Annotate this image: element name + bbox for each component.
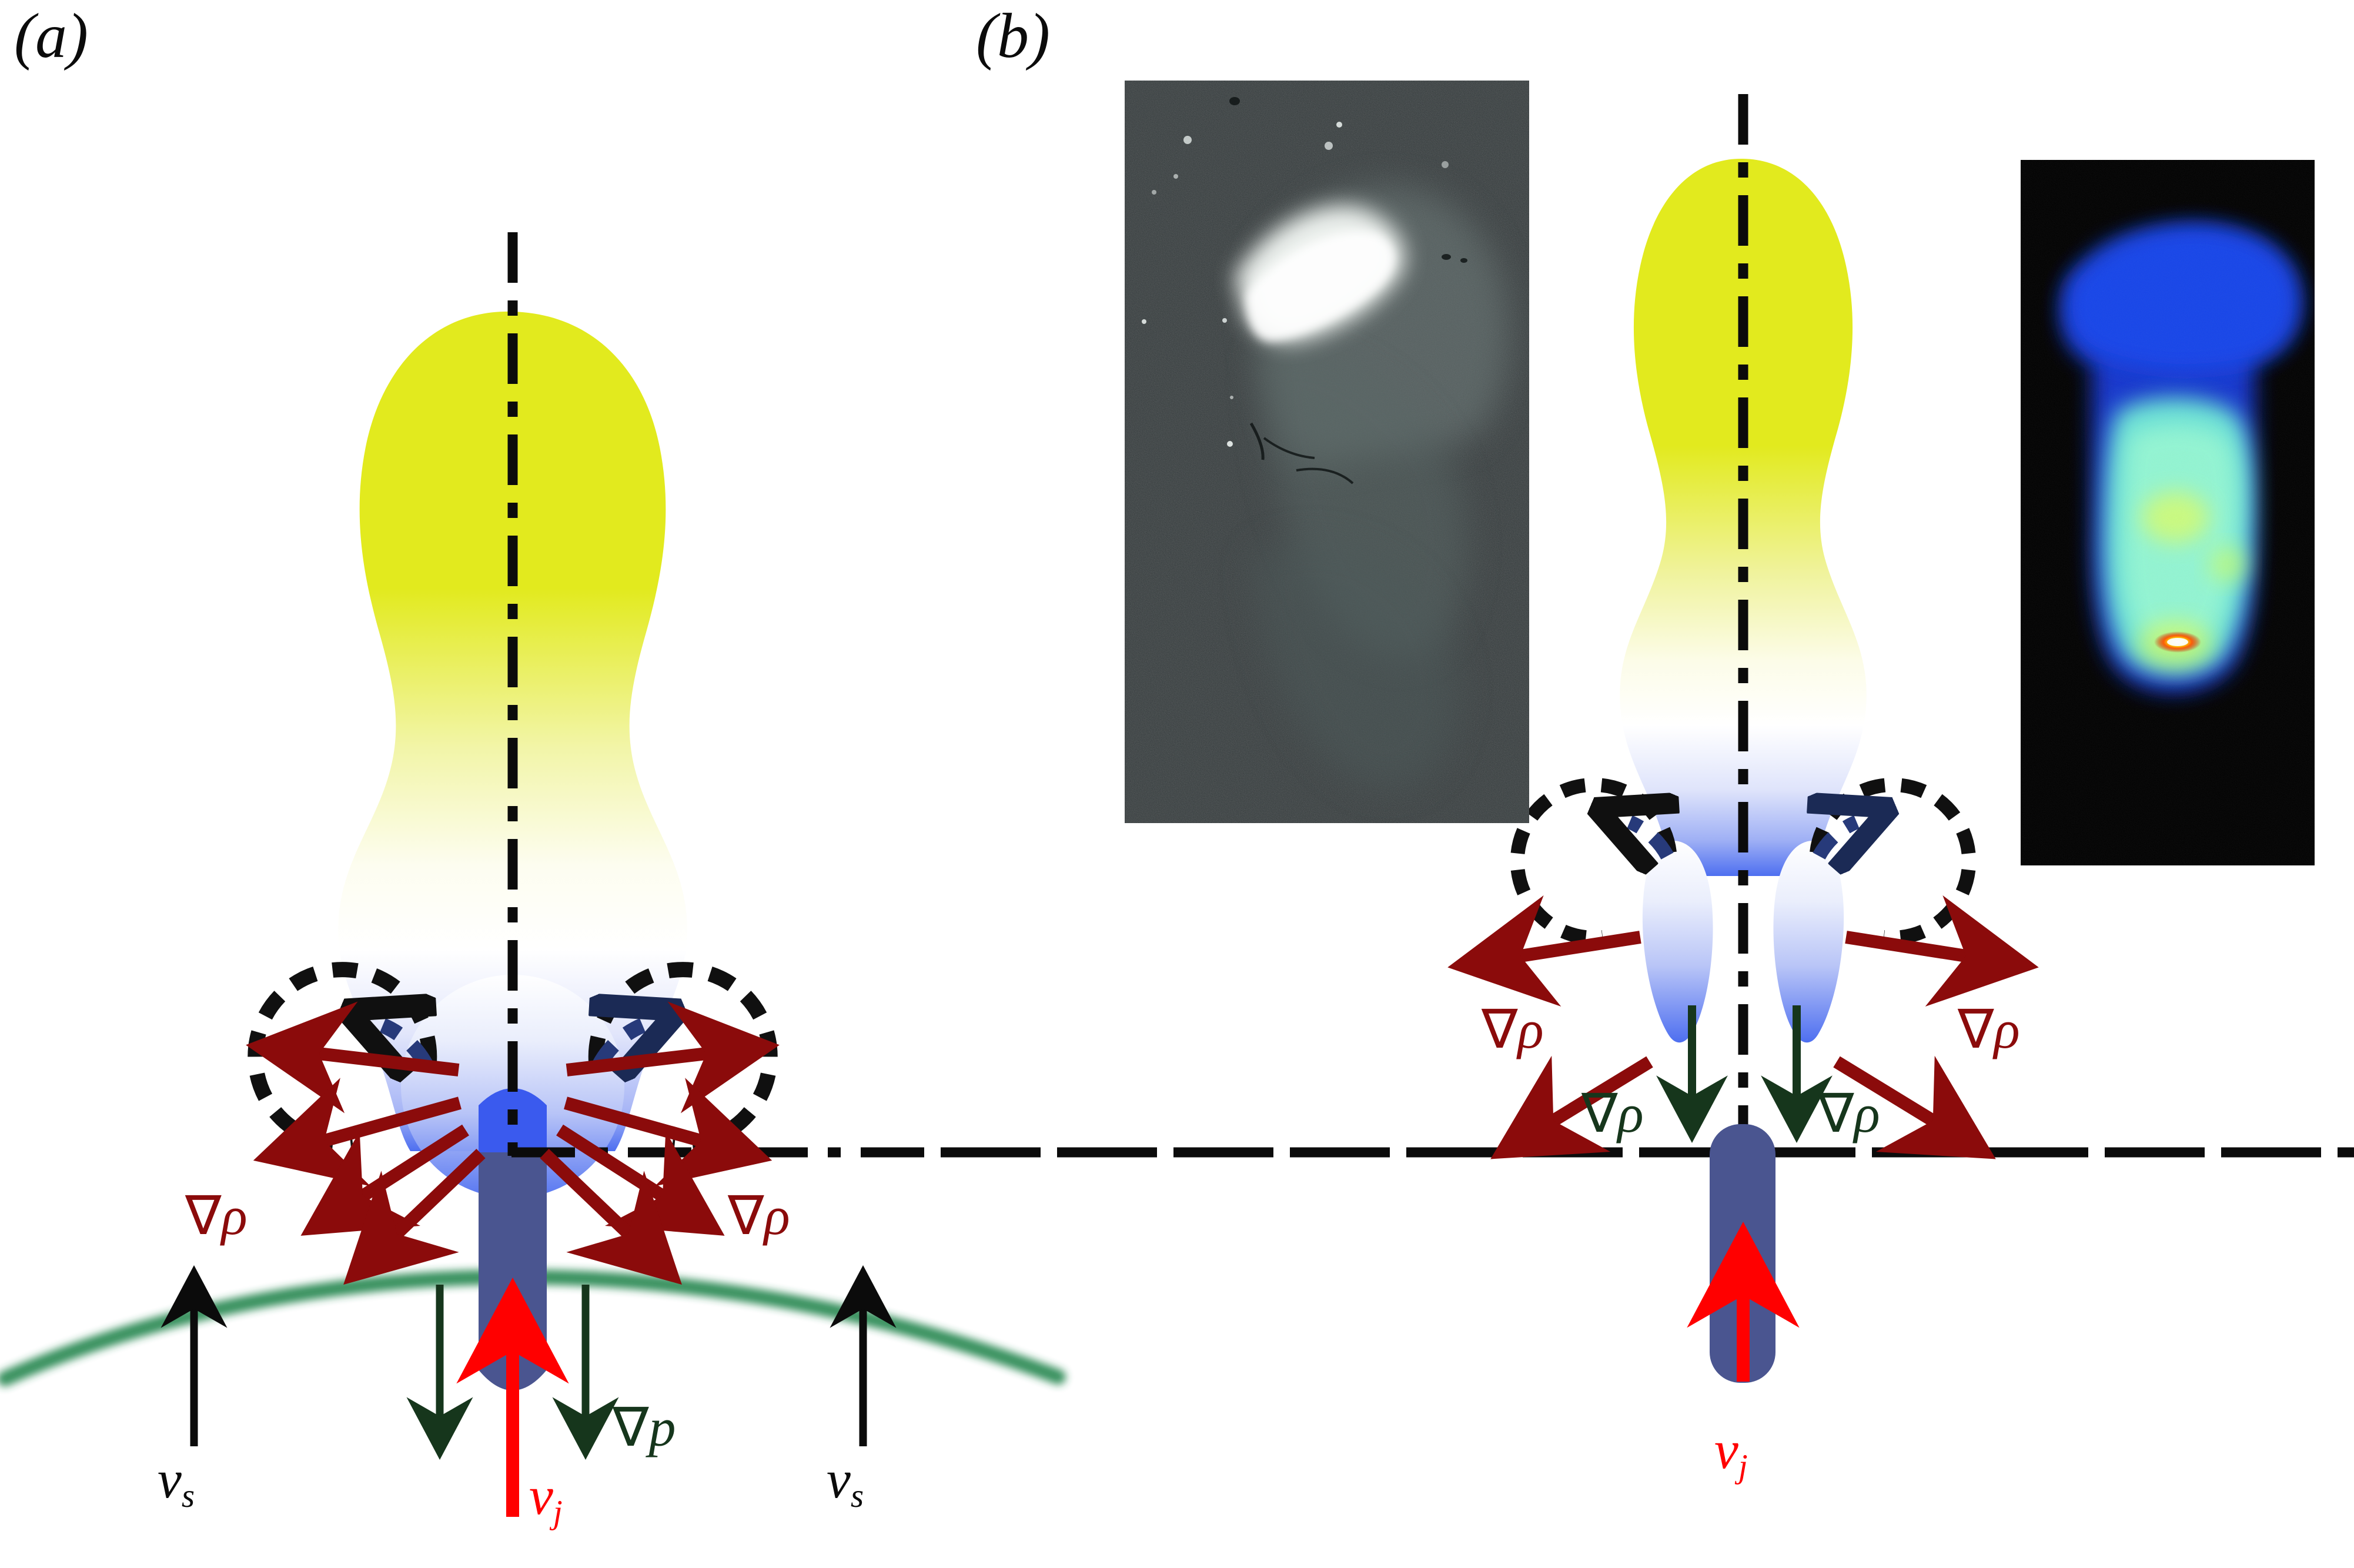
grad-p-label-a: ∇p: [613, 1398, 676, 1457]
nabla-icon: ∇: [1482, 999, 1518, 1059]
panel-b-graphics: [941, 94, 2354, 1383]
nabla-icon: ∇: [185, 1186, 222, 1246]
plume-lobe-left-b: [1642, 841, 1713, 1043]
nabla-icon: ∇: [1818, 1084, 1854, 1144]
panel-label-a: (a): [14, 1, 88, 71]
grad-rho-arrow: [246, 1001, 460, 1114]
experimental-images: [1125, 81, 2315, 865]
grad-rho-arrow: [1490, 1055, 1653, 1159]
panel-a-graphics: [0, 232, 2354, 1517]
nabla-icon: ∇: [1958, 999, 1994, 1059]
grad-rho-arrow: [564, 1078, 773, 1186]
plume-shape-a: [338, 311, 687, 1151]
vortex-arc-left-b: [1510, 777, 1670, 945]
v-s-label-a-right: vs: [827, 1449, 864, 1514]
grad-rho-arrows-b: [1447, 895, 2039, 1159]
v-j-label-b: vj: [1714, 1420, 1748, 1485]
grad-rho-label-b-inner-right: ∇ρ: [1818, 1084, 1880, 1144]
grad-rho-arrow: [253, 1078, 462, 1186]
grad-rho-label-a-left: ∇ρ: [185, 1186, 248, 1246]
nabla-icon: ∇: [1581, 1084, 1618, 1144]
false-color-image: [2021, 160, 2315, 865]
nabla-icon: ∇: [728, 1186, 764, 1246]
grad-rho-label-b-inner-left: ∇ρ: [1581, 1084, 1644, 1144]
grad-rho-arrow: [300, 1124, 469, 1236]
v-s-arrows-a: [160, 1265, 897, 1446]
grad-rho-label-b-right: ∇ρ: [1958, 999, 2020, 1059]
panel-label-b: (b): [976, 1, 1050, 71]
grad-rho-label-b-left: ∇ρ: [1482, 999, 1544, 1059]
grad-rho-arrow: [556, 1124, 725, 1236]
grad-rho-arrow: [566, 1001, 780, 1114]
v-j-label-a: vj: [529, 1466, 563, 1531]
nabla-icon: ∇: [613, 1398, 649, 1457]
grad-p-arrows-a: [406, 1285, 619, 1460]
grad-rho-arrow: [343, 1149, 486, 1285]
grad-rho-arrow: [1845, 895, 2039, 1007]
v-s-label-a-left: vs: [158, 1449, 195, 1514]
grad-rho-arrow: [1447, 895, 1641, 1007]
grad-rho-arrow: [1833, 1055, 1996, 1159]
vortex-arc-right-b: [1817, 777, 1977, 945]
grad-rho-arrows-a: [246, 1001, 780, 1285]
grad-rho-label-a-right: ∇ρ: [728, 1186, 790, 1246]
shadowgraph-photo: [1125, 81, 1529, 823]
grad-rho-arrow: [540, 1149, 682, 1285]
plume-lobe-right-b: [1773, 841, 1844, 1043]
grad-rho-down-arrows-b: [1656, 1005, 1833, 1144]
